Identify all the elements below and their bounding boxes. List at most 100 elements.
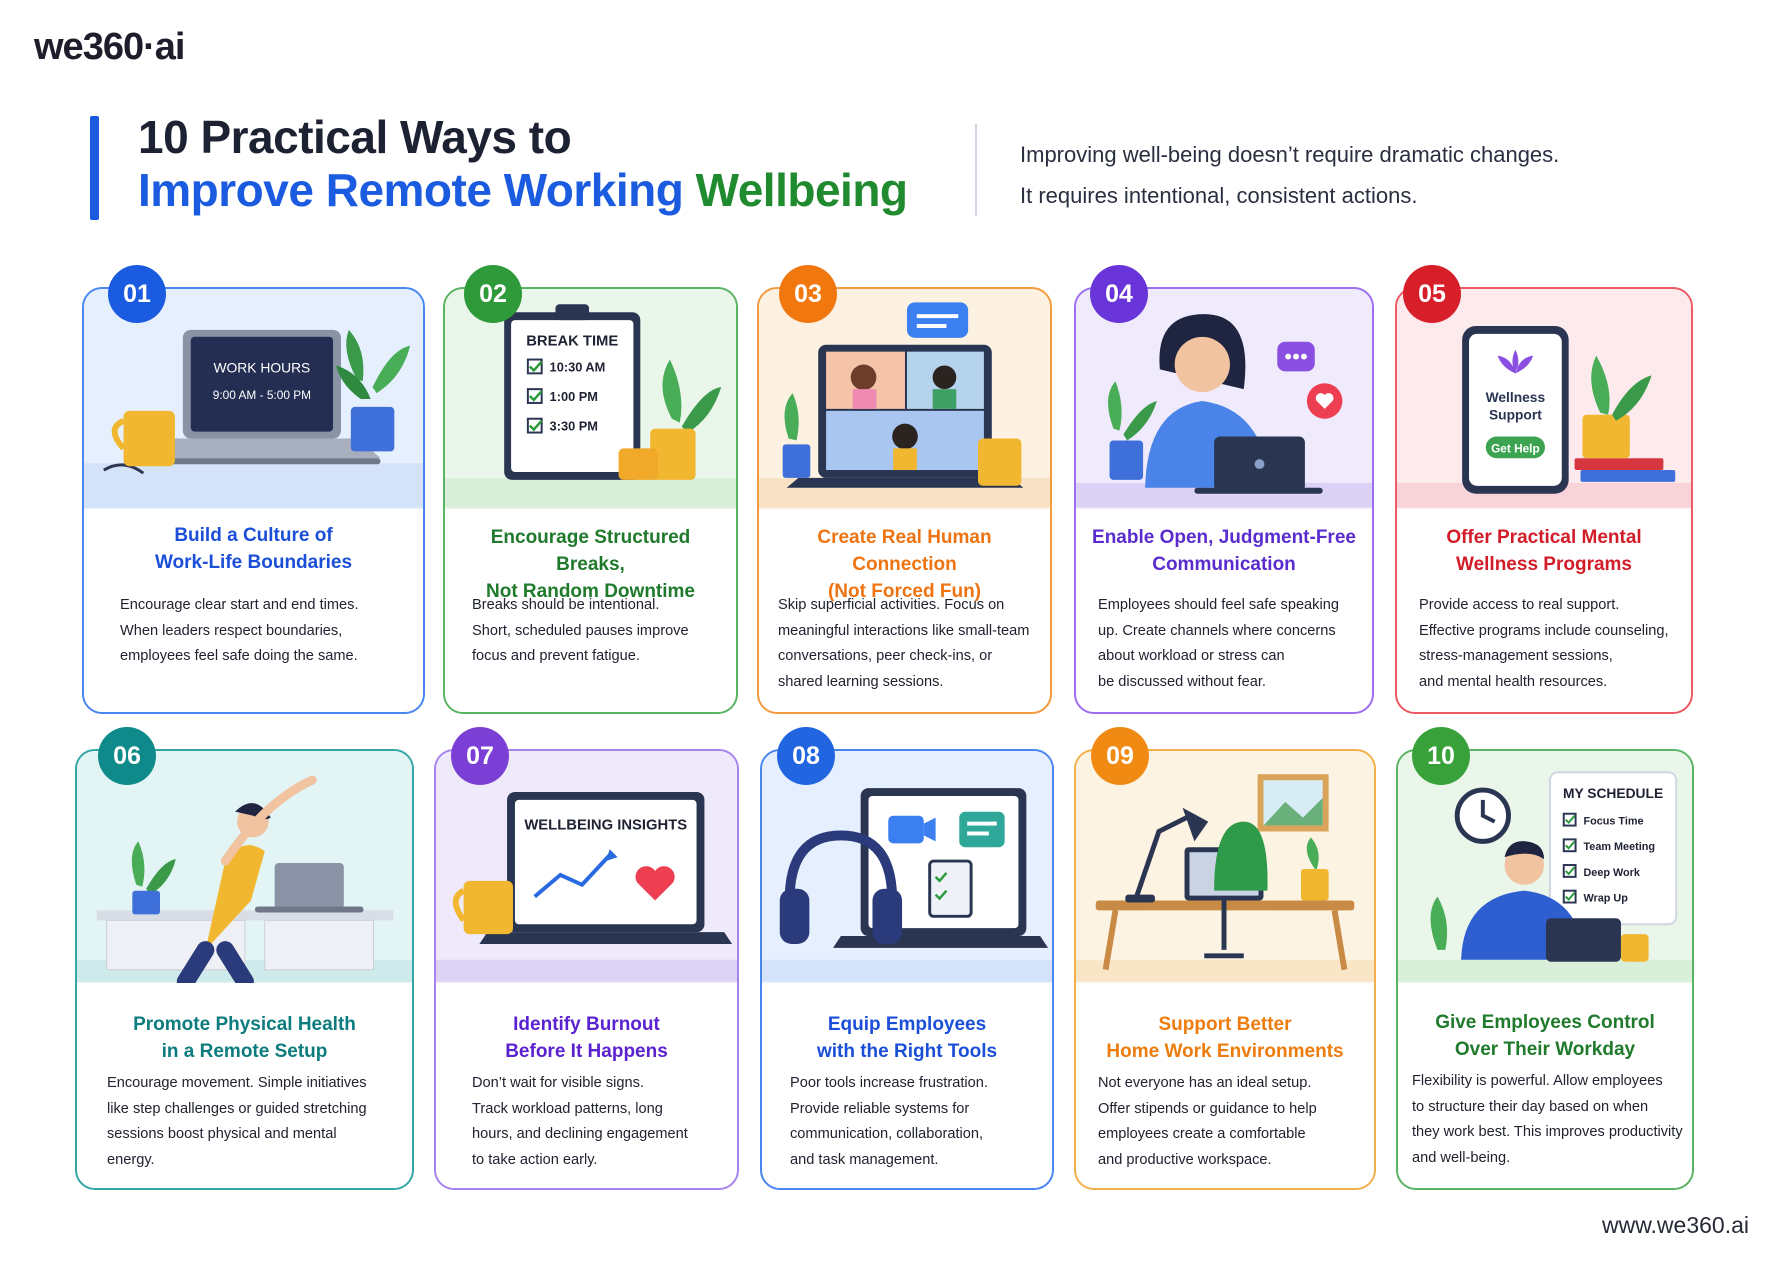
card-02-body-line3: focus and prevent fatigue. [472,648,640,664]
badge-08: 08 [777,727,835,785]
schedule-item-4: Wrap Up [1583,893,1628,905]
brand-logo: we360·ai [34,26,185,68]
card-07-title: Identify Burnout Before It Happens [446,1011,727,1065]
card-09-body-line4: and productive workspace. [1098,1151,1272,1168]
card-01-body-line2: When leaders respect boundaries, [120,622,343,639]
card-05-title-line1: Offer Practical Mental [1446,527,1642,548]
break-time-2: 1:00 PM [550,389,598,404]
card-10-title-line2: Over Their Workday [1454,1039,1636,1060]
card-08-title-line2: with the Right Tools [816,1041,998,1062]
card-04-body-line1: Employees should feel safe speaking [1098,597,1339,613]
card-04-title: Enable Open, Judgment-Free Communication [1086,524,1362,578]
card-09-body-line3: employees create a comfortable [1098,1126,1306,1142]
card-09-title-line1: Support Better [1158,1014,1292,1035]
break-time-3: 3:30 PM [550,419,598,434]
page-title-blue: Improve Remote Working [138,164,684,216]
card-06-body-line1: Encourage movement. Simple initiatives [107,1075,367,1091]
illustration-work-hours: WORK HOURS 9:00 AM - 5:00 PM [84,289,423,509]
card-02-body: Breaks should be intentional. Short, sch… [472,593,689,670]
schedule-item-1: Focus Time [1583,816,1643,828]
card-05-title: Offer Practical Mental Wellness Programs [1407,524,1681,578]
card-08-title-line1: Equip Employees [827,1014,987,1035]
laptop-screen-hours: 9:00 AM - 5:00 PM [213,388,311,402]
card-01-body-line3: employees feel safe doing the same. [120,648,358,664]
laptop-screen-title: WORK HOURS [213,359,310,375]
phone-get-help-button: Get Help [1491,441,1540,455]
card-01-body-line1: Encourage clear start and end times. [120,597,359,613]
card-05-body-line4: and mental health resources. [1419,673,1608,690]
card-06-title-line2: in a Remote Setup [161,1041,328,1062]
card-04-body-line3: about workload or stress can [1098,648,1285,664]
card-06-body-line2: like step challenges or guided stretchin… [107,1100,367,1117]
illustration-break-time: BREAK TIME 10:30 AM 1:00 PM 3:30 PM [445,289,736,509]
card-08-body-line2: Provide reliable systems for [790,1100,970,1117]
card-10-body-line1: Flexibility is powerful. Allow employees [1412,1073,1663,1089]
card-03-body-line4: shared learning sessions. [778,673,944,690]
card-08-body-line4: and task management. [790,1151,939,1168]
card-07-title-line1: Identify Burnout [513,1014,660,1035]
phone-text-support: Support [1489,407,1542,423]
card-06: Promote Physical Health in a Remote Setu… [75,749,414,1190]
card-02-title: Encourage Structured Breaks, Not Random … [455,524,726,605]
card-10-title: Give Employees Control Over Their Workda… [1408,1009,1682,1063]
card-10: MY SCHEDULE Focus Time Team Meeting Deep… [1396,749,1694,1190]
badge-09: 09 [1091,727,1149,785]
illustration-my-schedule: MY SCHEDULE Focus Time Team Meeting Deep… [1398,751,1692,983]
card-07: WELLBEING INSIGHTS Identify Burnout Befo… [434,749,739,1190]
card-05: Wellness Support Get Help Offer Practica… [1395,287,1693,714]
card-03-body-line1: Skip superficial activities. Focus on [778,597,1005,613]
badge-05: 05 [1403,265,1461,323]
card-04-body: Employees should feel safe speaking up. … [1098,593,1339,695]
badge-03: 03 [779,265,837,323]
card-08-body: Poor tools increase frustration. Provide… [790,1071,988,1173]
card-01-title: Build a Culture of Work-Life Boundaries [94,522,413,576]
intro-text: Improving well-being doesn’t require dra… [1020,134,1559,216]
card-05-body-line1: Provide access to real support. [1419,597,1620,613]
card-06-title: Promote Physical Health in a Remote Setu… [87,1011,402,1065]
badge-07: 07 [451,727,509,785]
card-08-body-line3: communication, collaboration, [790,1126,984,1142]
card-09-title: Support Better Home Work Environments [1086,1011,1364,1065]
card-05-title-line2: Wellness Programs [1455,554,1632,575]
illustration-wellbeing-insights: WELLBEING INSIGHTS [436,751,737,983]
card-03-body-line2: meaningful interactions like small-team [778,622,1030,639]
card-10-body-line4: and well-being. [1412,1149,1511,1166]
card-01: WORK HOURS 9:00 AM - 5:00 PM Build a Cul… [82,287,425,714]
schedule-item-3: Deep Work [1583,867,1640,879]
card-07-title-line2: Before It Happens [505,1041,668,1062]
page-title-green: Wellbeing [695,164,908,216]
card-02-body-line1: Breaks should be intentional. [472,597,660,613]
card-07-body-line4: to take action early. [472,1151,598,1168]
card-03-title-line1: Create Real Human Connection [817,527,992,575]
card-07-body: Don’t wait for visible signs. Track work… [472,1071,688,1173]
card-08-body-line1: Poor tools increase frustration. [790,1075,988,1091]
card-06-body-line4: energy. [107,1151,155,1168]
card-09: Support Better Home Work Environments No… [1074,749,1376,1190]
illustration-video-call [759,289,1050,509]
card-02: BREAK TIME 10:30 AM 1:00 PM 3:30 PM Enco… [443,287,738,714]
card-01-title-line1: Build a Culture of [174,525,333,546]
card-04-title-line1: Enable Open, Judgment-Free [1092,527,1356,548]
page-title-line1: 10 Practical Ways to [138,111,572,163]
card-05-body-line3: stress-management sessions, [1419,648,1613,664]
card-05-body-line2: Effective programs include counseling, [1419,622,1669,639]
card-10-title-line1: Give Employees Control [1435,1012,1655,1033]
card-05-body: Provide access to real support. Effectiv… [1419,593,1669,695]
card-09-body-line2: Offer stipends or guidance to help [1098,1100,1317,1117]
card-03: Create Real Human Connection (Not Forced… [757,287,1052,714]
badge-02: 02 [464,265,522,323]
card-06-body: Encourage movement. Simple initiatives l… [107,1071,367,1173]
card-03-body-line3: conversations, peer check-ins, or [778,648,993,664]
card-01-body: Encourage clear start and end times. Whe… [120,593,359,670]
card-04-body-line4: be discussed without fear. [1098,673,1266,690]
phone-text-wellness: Wellness [1486,389,1546,405]
card-09-body-line1: Not everyone has an ideal setup. [1098,1075,1312,1091]
card-02-title-line2: Not Random Downtime [486,581,695,602]
badge-01: 01 [108,265,166,323]
intro-line2: It requires intentional, consistent acti… [1020,183,1418,208]
card-06-body-line3: sessions boost physical and mental [107,1126,337,1142]
schedule-item-2: Team Meeting [1583,841,1655,853]
card-10-body: Flexibility is powerful. Allow employees… [1412,1069,1683,1171]
break-time-1: 10:30 AM [550,359,606,374]
illustration-home-workspace [1076,751,1374,983]
